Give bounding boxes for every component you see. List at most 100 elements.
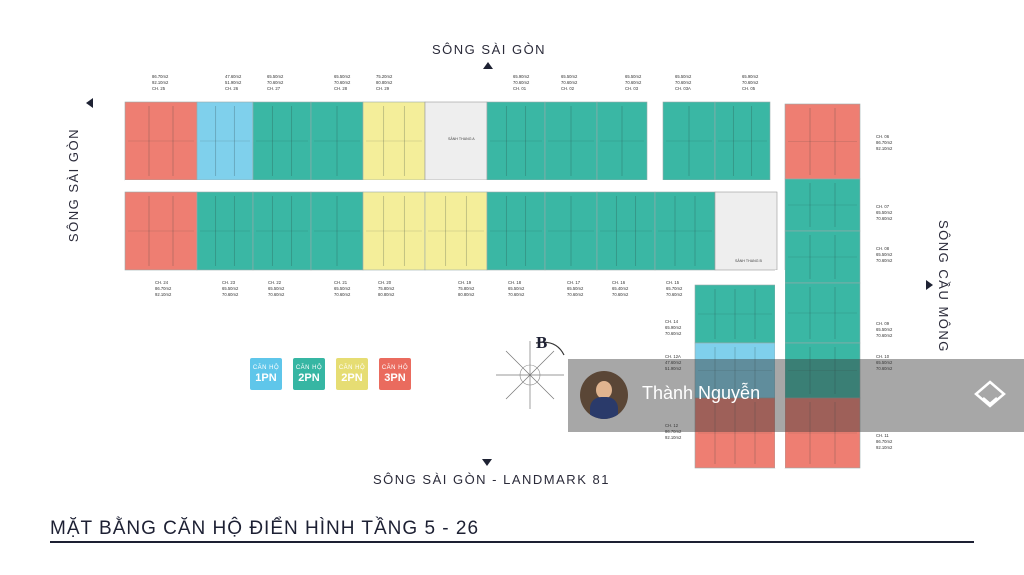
unit-label: CH. 26 [225, 86, 239, 91]
legend-chip-bottom: 2PN [298, 371, 320, 384]
unit-ch27 [252, 101, 312, 181]
unit-label: 65.50m2 [567, 286, 584, 291]
unit-label: 70.60m2 [625, 80, 642, 85]
unit-label: 65.90m2 [742, 74, 759, 79]
unit-label: CH. 25 [152, 86, 166, 91]
unit-label: 65.50m2 [675, 74, 692, 79]
unit-label: 65.50m2 [625, 74, 642, 79]
unit-label: CH. 11 [876, 433, 889, 438]
unit-label: 70.60m2 [222, 292, 239, 297]
unit-label: 70.60m2 [267, 80, 284, 85]
agent-name[interactable]: Thành Nguyễn [642, 383, 761, 403]
core-lobby-a [424, 101, 488, 181]
legend-chip-top: CĂN HỘ [381, 364, 409, 371]
unit-ch14 [694, 284, 776, 344]
unit-label: 70.60m2 [561, 80, 578, 85]
unit-label: 51.90m2 [225, 80, 242, 85]
unit-label: 80.80m2 [376, 80, 393, 85]
unit-label: 65.50m2 [876, 360, 893, 365]
unit-ch16 [596, 191, 656, 271]
unit-ch19 [424, 191, 488, 271]
unit-label: 92.10m2 [876, 445, 893, 450]
west-arrow-icon [86, 98, 93, 108]
unit-label: 70.60m2 [665, 331, 682, 336]
legend-chip-top: CĂN HỘ [252, 364, 280, 371]
unit-label: CH. 28 [334, 86, 348, 91]
unit-label: CH. 10 [876, 354, 890, 359]
unit-label: CH. 27 [267, 86, 281, 91]
unit-label: CH. 20 [378, 280, 392, 285]
compass-ray [529, 350, 555, 376]
unit-label: 92.10m2 [152, 80, 169, 85]
unit-label: 70.60m2 [513, 80, 530, 85]
unit-label: 86.70m2 [152, 74, 169, 79]
unit-label: 65.50m2 [334, 286, 351, 291]
unit-ch06 [784, 103, 861, 180]
unit-label: CH. 22 [268, 280, 282, 285]
unit-ch29 [362, 101, 426, 181]
unit-ch09 [784, 282, 861, 344]
unit-ch01 [486, 101, 546, 181]
unit-label: 47.60m2 [225, 74, 242, 79]
unit-label: CH. 08 [876, 246, 890, 251]
unit-label: 70.60m2 [334, 80, 351, 85]
unit-label: 70.60m2 [675, 80, 692, 85]
unit-label: 65.50m2 [268, 286, 285, 291]
brand-logo-icon [974, 380, 1006, 408]
unit-label: 70.60m2 [876, 333, 893, 338]
unit-label: 92.10m2 [155, 292, 172, 297]
river-label-top: SÔNG SÀI GÒN [432, 42, 547, 57]
unit-ch12a [694, 342, 776, 399]
legend-chip-bottom: 1PN [255, 371, 277, 384]
river-label-right: SÔNG CẦU MÔNG [936, 220, 951, 353]
east-arrow-icon [926, 280, 933, 290]
unit-ch15 [654, 191, 716, 271]
unit-label: 70.60m2 [876, 366, 893, 371]
unit-label: CH. 16 [612, 280, 626, 285]
title-underline [50, 541, 974, 543]
unit-ch03 [596, 101, 648, 181]
unit-ch25 [124, 101, 198, 181]
agent-banner[interactable]: Thành Nguyễn [568, 359, 1024, 432]
compass-arc [535, 341, 565, 356]
unit-label: 70.60m2 [876, 216, 893, 221]
unit-label: CH. 21 [334, 280, 348, 285]
unit-label: 65.50m2 [267, 74, 284, 79]
unit-label: CH. 12 [665, 423, 679, 428]
unit-label: 70.60m2 [334, 292, 351, 297]
unit-label: 70.60m2 [268, 292, 285, 297]
unit-label: 75.80m2 [458, 286, 475, 291]
unit-label: CH. 23 [222, 280, 236, 285]
unit-label: 70.60m2 [567, 292, 584, 297]
unit-label: 86.70m2 [876, 140, 893, 145]
avatar[interactable] [580, 371, 628, 419]
unit-label: CH. 17 [567, 280, 581, 285]
compass-ray [505, 374, 531, 400]
unit-ch18 [486, 191, 546, 271]
unit-label: CH. 24 [155, 280, 169, 285]
legend-chip-top: CĂN HỘ [295, 364, 323, 371]
unit-label: 75.80m2 [378, 286, 395, 291]
unit-label: CH. 05 [742, 86, 756, 91]
unit-label: CH. 07 [876, 204, 890, 209]
unit-label: 65.70m2 [666, 286, 683, 291]
lobby-b-label: SẢNH THANG B [735, 258, 762, 263]
unit-label: CH. 15 [666, 280, 680, 285]
unit-ch20 [362, 191, 426, 271]
unit-label: 70.60m2 [666, 292, 683, 297]
unit-label: 65.90m2 [665, 325, 682, 330]
unit-label: 70.60m2 [742, 80, 759, 85]
unit-label: CH. 18 [508, 280, 522, 285]
unit-ch07 [784, 178, 861, 232]
river-label-bottom: SÔNG SÀI GÒN - LANDMARK 81 [373, 472, 610, 487]
unit-label: 75.20m2 [376, 74, 393, 79]
unit-ch03a [662, 101, 716, 181]
unit-label: 65.50m2 [334, 74, 351, 79]
north-arrow-icon [483, 62, 493, 69]
compass-ring [519, 364, 541, 386]
unit-label: 92.10m2 [876, 146, 893, 151]
